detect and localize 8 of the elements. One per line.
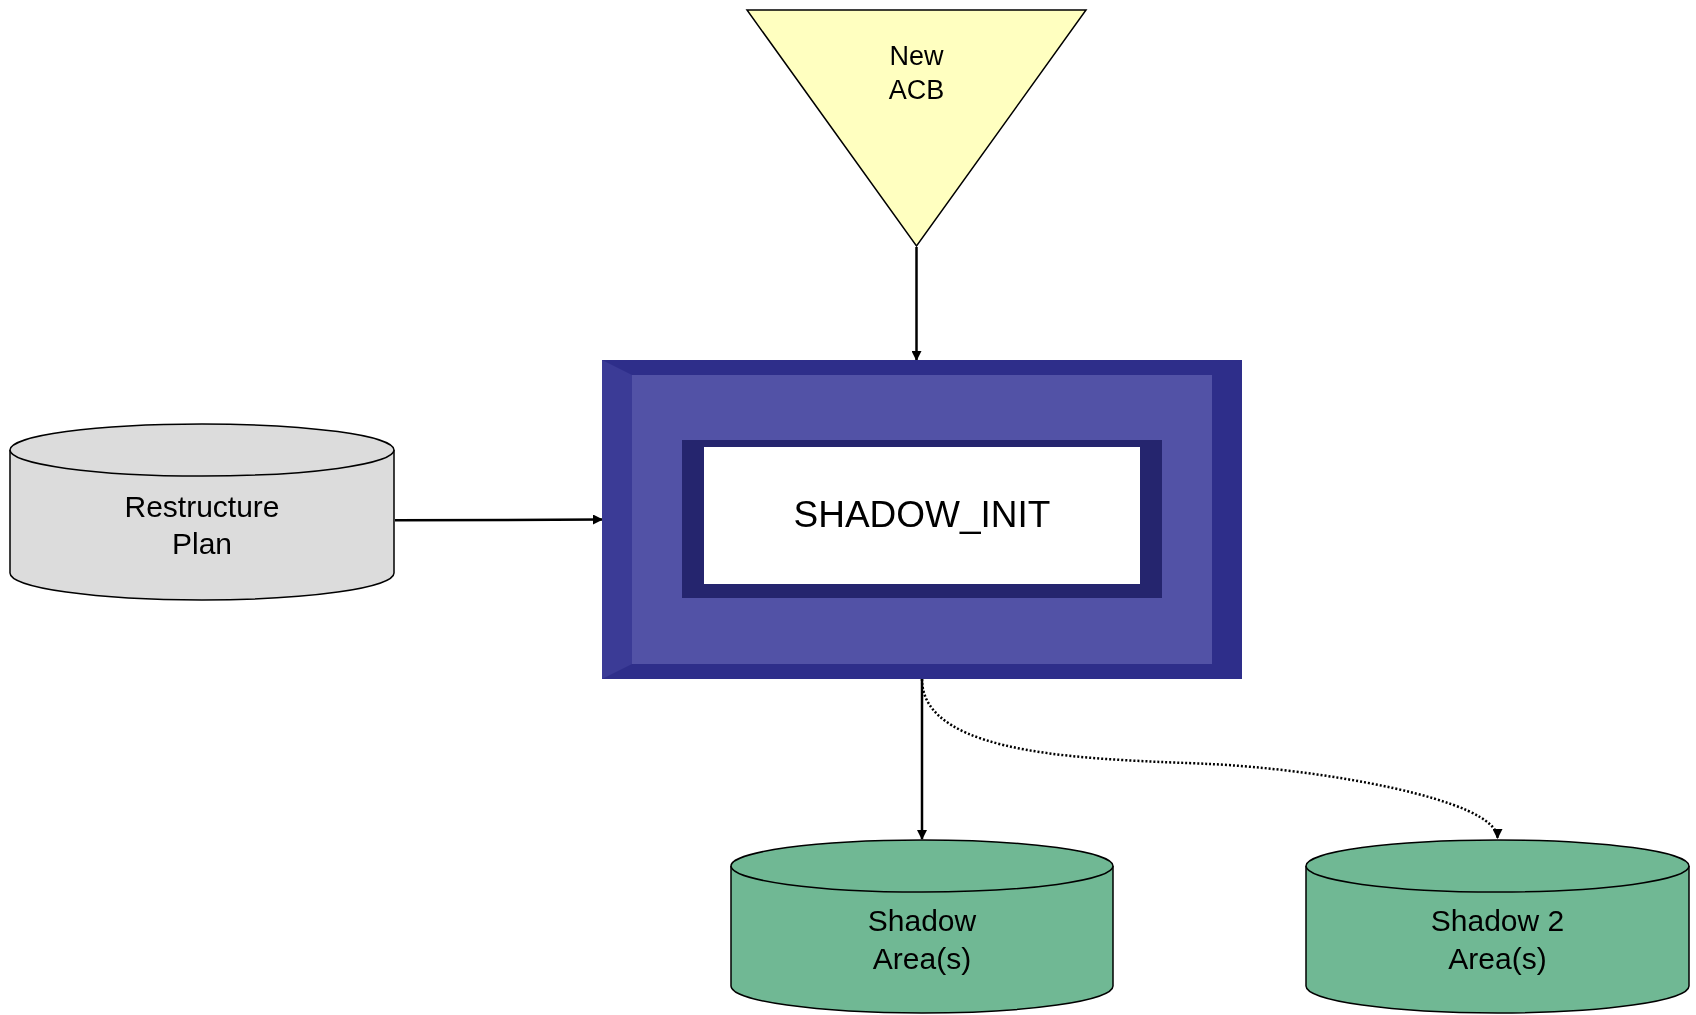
arrow <box>395 514 603 525</box>
node-label: New ACB <box>887 40 946 107</box>
node-label: SHADOW_INIT <box>793 493 1051 538</box>
node-label: Shadow 2 Area(s) <box>1429 903 1566 977</box>
arrow <box>917 679 927 840</box>
node-label: Shadow Area(s) <box>866 903 978 977</box>
node-label: Restructure Plan <box>123 488 281 562</box>
arrow <box>911 247 922 361</box>
